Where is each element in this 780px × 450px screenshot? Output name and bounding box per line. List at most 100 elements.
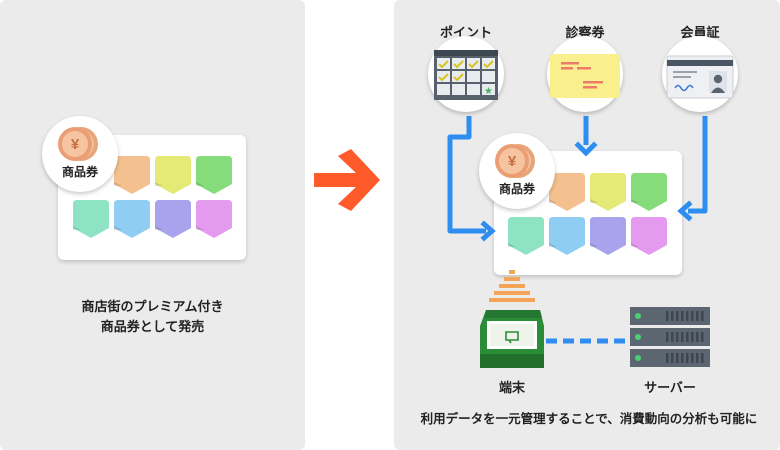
- star-icon: ★: [484, 86, 493, 97]
- point-circle: ★: [428, 36, 504, 112]
- coin-badge: ¥ 商品券: [42, 116, 118, 192]
- voucher-tab-fold: [114, 226, 122, 230]
- coin-label-right: 商品券: [498, 182, 535, 196]
- point-cell: [467, 84, 480, 95]
- point-cell: [467, 71, 480, 82]
- voucher-tab-fold: [631, 199, 639, 203]
- left-panel: ¥ 商品券 商店街のプレミアム付き 商品券として発売: [0, 0, 305, 450]
- voucher-tab-fold: [155, 182, 163, 186]
- voucher-tab: [196, 200, 232, 238]
- membership-flow-line: [688, 116, 708, 214]
- server-vent: [696, 311, 699, 321]
- server-vent: [686, 311, 689, 321]
- server-vent: [696, 332, 699, 342]
- point-cell: [482, 84, 495, 95]
- server-label: サーバー: [644, 381, 696, 396]
- point-cell: [452, 84, 465, 95]
- server-vent: [681, 332, 684, 342]
- point-cell: [437, 58, 450, 69]
- voucher-tab: [196, 156, 232, 194]
- voucher-tab-fold: [155, 226, 163, 230]
- membership-circle: [662, 36, 738, 112]
- server-vent: [681, 353, 684, 363]
- point-card-icon: ★: [434, 50, 498, 100]
- membership-arrowhead-icon: [677, 200, 693, 222]
- terminal-label: 端末: [498, 381, 525, 396]
- server-vent: [666, 311, 669, 321]
- point-cell: [452, 58, 465, 69]
- server-vent: [671, 311, 674, 321]
- point-cell: [437, 84, 450, 95]
- coin-badge-right: ¥ 商品券: [479, 133, 555, 209]
- voucher-tab-fold: [631, 243, 639, 247]
- svg-text:¥: ¥: [508, 153, 517, 170]
- voucher-tab-fold: [549, 199, 557, 203]
- footer-caption: 利用データを一元管理することで、消費動向の分析も可能に: [420, 411, 758, 426]
- point-flow-line: [447, 116, 486, 234]
- svg-text:¥: ¥: [71, 136, 80, 153]
- voucher-tab: [549, 173, 585, 211]
- server-vent: [666, 332, 669, 342]
- voucher-tab: [590, 173, 626, 211]
- terminal-icon: [480, 270, 544, 368]
- voucher-tab: [508, 217, 544, 255]
- medical-circle: [547, 36, 623, 112]
- server-vent: [701, 332, 704, 342]
- server-vent: [671, 353, 674, 363]
- server-vent: [671, 332, 674, 342]
- point-cell: [452, 71, 465, 82]
- voucher-tab: [631, 173, 667, 211]
- coin-label: 商品券: [61, 165, 98, 179]
- voucher-tab-fold: [196, 226, 204, 230]
- voucher-tab-fold: [196, 182, 204, 186]
- server-vent: [676, 332, 679, 342]
- server-vent: [696, 353, 699, 363]
- membership-card-icon: [666, 55, 734, 99]
- voucher-tab: [590, 217, 626, 255]
- check-icon: [438, 73, 449, 82]
- server-vent: [691, 311, 694, 321]
- voucher-tab-fold: [114, 182, 122, 186]
- server-vent: [691, 353, 694, 363]
- medical-card-icon: [550, 54, 620, 98]
- check-icon: [453, 73, 464, 82]
- yen-coin-icon: ¥: [495, 144, 535, 178]
- voucher-tab-fold: [508, 243, 516, 247]
- point-arrowhead-icon: [480, 220, 496, 242]
- caption-line-2: 商品券として発売: [100, 320, 205, 335]
- voucher-tab: [549, 217, 585, 255]
- point-cell: [482, 58, 495, 69]
- point-cell: [482, 71, 495, 82]
- check-icon: [483, 60, 494, 69]
- check-icon: [468, 60, 479, 69]
- server-vent: [676, 311, 679, 321]
- voucher-tab: [155, 156, 191, 194]
- server-vent: [701, 353, 704, 363]
- server-vent: [676, 353, 679, 363]
- voucher-tab-fold: [590, 199, 598, 203]
- server-vent: [681, 311, 684, 321]
- voucher-tab: [631, 217, 667, 255]
- server-icon: [630, 307, 710, 367]
- voucher-tab-fold: [590, 243, 598, 247]
- voucher-tab-fold: [73, 226, 81, 230]
- transition-arrow-icon: [314, 149, 380, 211]
- point-cell: [437, 71, 450, 82]
- voucher-tabs: [73, 156, 232, 238]
- point-cell: [467, 58, 480, 69]
- voucher-tab: [155, 200, 191, 238]
- voucher-tab: [114, 156, 150, 194]
- left-caption: 商店街のプレミアム付き 商品券として発売: [40, 298, 265, 338]
- voucher-tab: [73, 200, 109, 238]
- server-vent: [701, 311, 704, 321]
- yen-coin-icon: ¥: [58, 127, 98, 161]
- check-icon: [453, 60, 464, 69]
- voucher-tab-fold: [549, 243, 557, 247]
- server-vent: [686, 353, 689, 363]
- server-vent: [691, 332, 694, 342]
- check-icon: [438, 60, 449, 69]
- caption-line-1: 商店街のプレミアム付き: [81, 300, 224, 315]
- server-vent: [686, 332, 689, 342]
- medical-arrowhead-icon: [574, 141, 598, 157]
